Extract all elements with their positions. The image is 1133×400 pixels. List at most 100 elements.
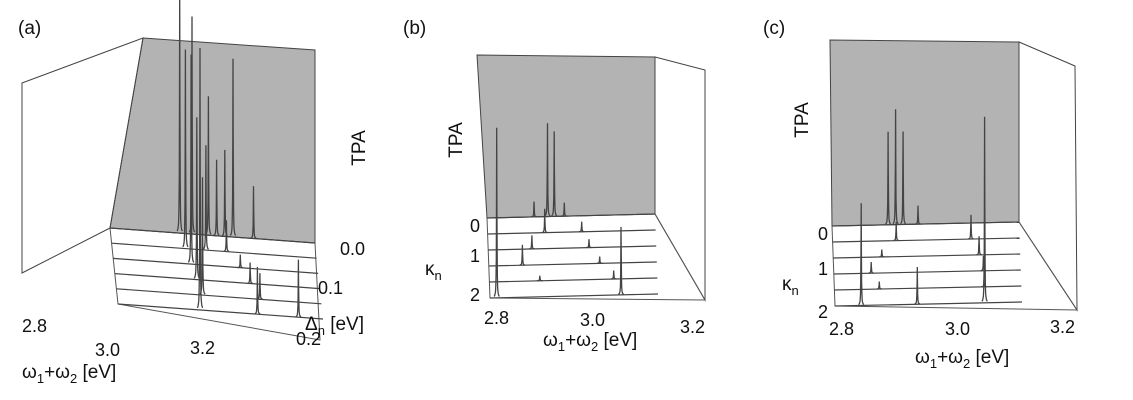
peak (968, 214, 974, 240)
peak (914, 266, 921, 305)
peak (551, 131, 558, 217)
depth-title-unit: [eV] (325, 314, 364, 335)
depth-title-sub: n (318, 323, 325, 338)
peak (981, 116, 988, 302)
depth-title-sub: n (435, 268, 442, 283)
x-title-unit: [eV] (970, 347, 1009, 368)
peak (254, 266, 261, 315)
series-baseline (117, 303, 324, 320)
z-axis-title: TPA (792, 102, 813, 138)
back-wall (829, 39, 1020, 227)
peak (544, 123, 551, 217)
x-tick-label: 3.0 (945, 319, 970, 339)
z-axis-title: TPA (446, 122, 467, 158)
series-baseline (831, 221, 1020, 227)
x-tick-label: 3.0 (95, 340, 120, 360)
peak (295, 259, 302, 318)
series-baseline (489, 277, 658, 283)
side-wall (654, 56, 706, 302)
depth-title-symbol: Δ (305, 314, 318, 335)
series-baseline (116, 288, 322, 305)
floor (831, 221, 1078, 311)
x-axis-title: ω1+ω2 [eV] (543, 330, 637, 354)
x-axis-title: ω1+ω2 [eV] (915, 347, 1009, 371)
peak (529, 235, 535, 250)
depth-title-symbol: κ (425, 259, 435, 280)
x-title-sub1: 1 (37, 371, 44, 386)
peak (915, 205, 921, 225)
peak (196, 47, 204, 309)
peak (610, 270, 617, 280)
x-title-omega: ω (915, 347, 930, 368)
x-tick-label: 3.2 (680, 317, 705, 337)
peak (561, 202, 567, 217)
back-wall (476, 54, 656, 219)
peak (182, 49, 189, 248)
peak (858, 203, 865, 306)
peak (578, 221, 585, 233)
peak (885, 131, 892, 225)
series-baseline (489, 293, 659, 299)
panel-label: (a) (18, 18, 41, 39)
series-baseline (834, 301, 1023, 307)
x-title-omega: ω (22, 362, 37, 383)
x-tick-label: 3.0 (580, 310, 605, 330)
z-axis-title: TPA (349, 130, 370, 166)
peak (237, 254, 244, 269)
x-title-sub1: 1 (930, 356, 937, 371)
x-tick-label: 2.8 (484, 308, 509, 328)
series-baseline (488, 245, 657, 251)
x-title-sub1: 1 (558, 339, 565, 354)
peak (976, 236, 982, 256)
depth-tick-label: 0.0 (340, 239, 365, 259)
peak (187, 54, 195, 263)
x-axis-title: ω1+ω2 [eV] (22, 362, 116, 386)
series-baseline (109, 227, 316, 244)
x-title-sub2: 2 (963, 356, 970, 371)
series-baseline (832, 237, 1020, 243)
x-title-sub2: 2 (591, 339, 598, 354)
peak (176, 0, 183, 232)
peak (586, 239, 592, 249)
series-baseline (833, 269, 1021, 275)
peak (531, 201, 537, 218)
series-baseline (486, 213, 656, 219)
x-title-unit: [eV] (598, 330, 637, 351)
depth-tick-label: 2 (818, 302, 828, 322)
depth-tick-label: 0 (818, 224, 828, 244)
peak (250, 186, 257, 239)
floor (486, 213, 706, 301)
x-title-omega: ω (543, 330, 558, 351)
peak (223, 220, 230, 252)
peak (493, 127, 500, 297)
peak (229, 58, 237, 236)
depth-tick-label: 0.1 (318, 278, 343, 298)
x-tick-label: 3.2 (1050, 317, 1075, 337)
x-title-mid: +ω (565, 330, 591, 351)
peak (876, 281, 882, 290)
series-baseline (111, 242, 317, 259)
x-tick-label: 2.8 (22, 316, 47, 336)
depth-tick-label: 1 (818, 259, 828, 279)
side-wall (1018, 41, 1078, 312)
series-baseline (113, 257, 319, 274)
peak (868, 261, 874, 274)
depth-title-symbol: κ (782, 274, 792, 295)
peak (879, 249, 885, 258)
series-baseline (488, 261, 657, 267)
peak (519, 244, 526, 266)
peak (892, 109, 899, 225)
back-wall (109, 37, 316, 244)
peak (247, 262, 253, 284)
depth-axis-title: Δn [eV] (305, 314, 364, 338)
depth-axis-title: κn (782, 274, 799, 298)
depth-tick-label: 0 (470, 216, 480, 236)
peak (213, 159, 220, 236)
peak (542, 208, 548, 234)
peak (900, 131, 907, 225)
x-tick-label: 2.8 (829, 319, 854, 339)
panel-label: (b) (403, 18, 426, 39)
